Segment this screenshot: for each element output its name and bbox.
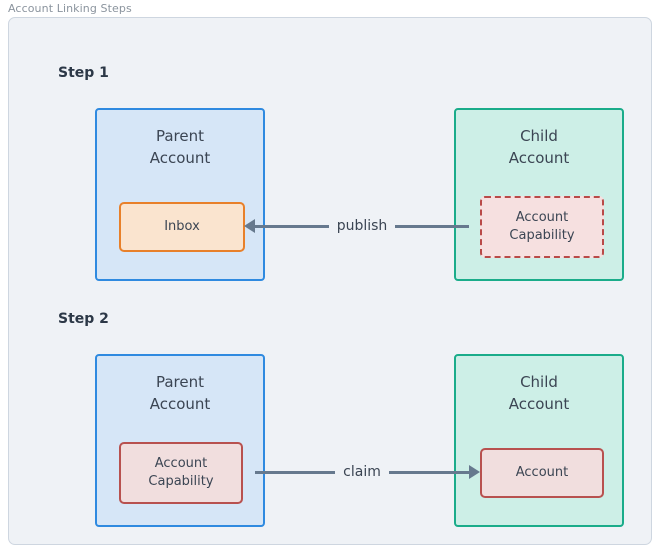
arrow-left-head-icon bbox=[244, 219, 255, 233]
arrow-line-right-segment bbox=[388, 470, 470, 474]
step-1-label: Step 1 bbox=[58, 65, 109, 81]
step-1-publish-connector: publish bbox=[244, 214, 480, 238]
step-2-claim-connector: claim bbox=[244, 460, 481, 484]
step-2-child-account-box[interactable]: Child Account Account bbox=[454, 354, 624, 527]
diagram-panel: Step 1 Parent Account Inbox Child Accoun… bbox=[8, 17, 652, 545]
step-2-label: Step 2 bbox=[58, 311, 109, 327]
step-1-connector-label: publish bbox=[336, 218, 388, 234]
arrow-line-left-segment bbox=[255, 470, 336, 474]
step-2-parent-title-line-2: Account bbox=[149, 394, 211, 413]
step-1-child-account-box[interactable]: Child Account Account Capability bbox=[454, 108, 624, 281]
step-1-parent-account-title: Parent Account bbox=[97, 126, 263, 170]
step-1-capability-line-1: Account bbox=[515, 210, 569, 226]
step-2-capability-line-1: Account bbox=[154, 456, 208, 472]
step-2-child-title-line-1: Child bbox=[520, 373, 558, 391]
step-1-parent-account-box[interactable]: Parent Account Inbox bbox=[95, 108, 265, 281]
step-1-child-title-line-1: Child bbox=[520, 127, 558, 145]
panel-title: Account Linking Steps bbox=[8, 2, 132, 15]
step-1-child-account-title: Child Account bbox=[456, 126, 622, 170]
step-1-child-title-line-2: Account bbox=[508, 148, 570, 167]
step-2-account-box[interactable]: Account bbox=[480, 448, 604, 498]
step-1-inbox-box[interactable]: Inbox bbox=[119, 202, 245, 252]
step-2-child-account-title: Child Account bbox=[456, 372, 622, 416]
step-2-parent-account-box[interactable]: Parent Account Account Capability bbox=[95, 354, 265, 527]
step-1-capability-line-2: Capability bbox=[509, 228, 575, 243]
arrow-line-right-segment bbox=[395, 224, 469, 228]
step-2-capability-line-2: Capability bbox=[148, 474, 214, 489]
step-2-connector-label: claim bbox=[343, 464, 381, 480]
step-2-account-capability-box[interactable]: Account Capability bbox=[119, 442, 243, 504]
arrow-right-head-icon bbox=[469, 465, 481, 479]
arrow-line-left-segment bbox=[255, 224, 329, 228]
step-1-account-capability-box[interactable]: Account Capability bbox=[480, 196, 604, 258]
step-1-parent-title-line-2: Account bbox=[149, 148, 211, 167]
step-2-parent-title-line-1: Parent bbox=[155, 373, 205, 391]
arrow-tail-spacer bbox=[244, 472, 255, 473]
arrow-tail-spacer bbox=[469, 226, 480, 227]
step-2-parent-account-title: Parent Account bbox=[97, 372, 263, 416]
step-2-child-title-line-2: Account bbox=[508, 394, 570, 413]
step-1-parent-title-line-1: Parent bbox=[155, 127, 205, 145]
